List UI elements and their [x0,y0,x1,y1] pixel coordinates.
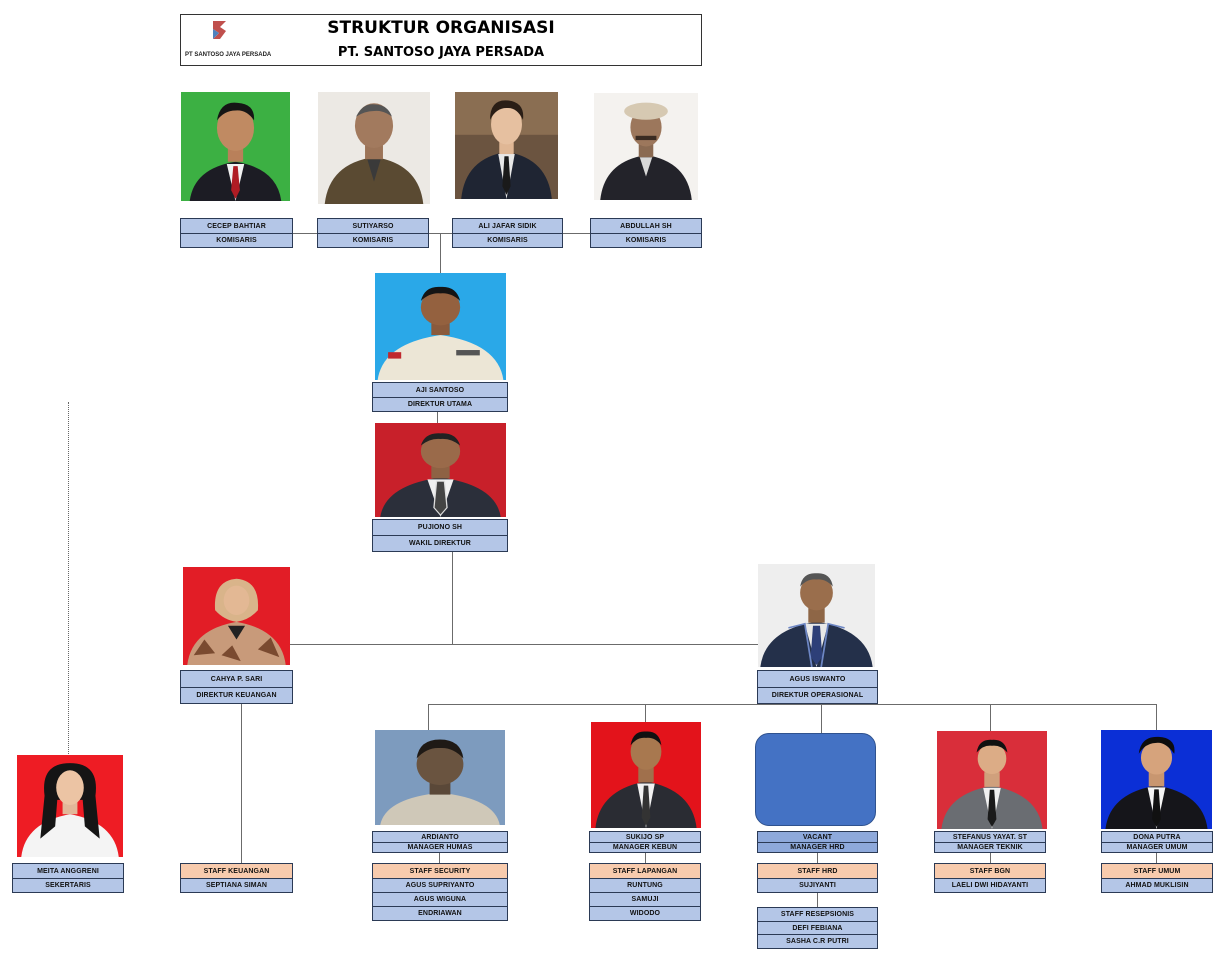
receptionist-staff-1: DEFI FEBIANA [757,921,878,935]
manager-humas-staff-3: ENDRIAWAN [372,906,508,921]
photo-commissioner-3 [455,92,558,199]
person-photo-icon [375,730,505,825]
commissioner-name-1: CECEP BAHTIAR [180,218,293,234]
commissioners-line [180,233,702,234]
manager-kebun-role: MANAGER KEBUN [589,842,701,853]
finance-staff-title: STAFF KEUANGAN [180,863,293,879]
manager-kebun-staff-3: WIDODO [589,906,701,921]
manager-hrd-staff-title: STAFF HRD [757,863,878,879]
header-box: PT SANTOSO JAYA PERSADA STRUKTUR ORGANIS… [180,14,702,66]
page-subtitle: PT. SANTOSO JAYA PERSADA [337,45,545,60]
commissioner-name-3: ALI JAFAR SIDIK [452,218,563,234]
manager-staff-link-umum [1156,852,1157,863]
manager-humas-role: MANAGER HUMAS [372,842,508,853]
commissioner-role-4: KOMISARIS [590,233,702,248]
manager-humas-staff-1: AGUS SUPRIYANTO [372,878,508,893]
person-photo-icon [758,564,875,667]
receptionist-staff-2: SASHA C.R PUTRI [757,934,878,949]
connector-vice-down [452,551,453,645]
manager-umum-staff-1: AHMAD MUKLISIN [1101,878,1213,893]
photo-manager-kebun [591,722,701,828]
photo-manager-teknik [937,731,1047,829]
photo-director [375,273,506,380]
managers-line [428,704,1157,705]
drop-umum [1156,704,1157,730]
secretary-dotted-line [68,402,69,754]
photo-manager-umum [1101,730,1212,829]
manager-hrd-staff-1: SUJIYANTI [757,878,878,893]
vice-director-role: WAKIL DIREKTUR [372,535,508,552]
manager-staff-link-teknik [990,852,991,863]
vice-director-name: PUJIONO SH [372,519,508,536]
director-role: DIREKTUR UTAMA [372,397,508,412]
manager-kebun-staff-title: STAFF LAPANGAN [589,863,701,879]
photo-finance-director [183,567,290,665]
manager-teknik-staff-title: STAFF BGN [934,863,1046,879]
person-photo-icon [594,93,698,200]
person-photo-icon [1101,730,1212,829]
drop-kebun [645,704,646,722]
commissioner-role-2: KOMISARIS [317,233,429,248]
photo-commissioner-1 [181,92,290,201]
manager-kebun-staff-1: RUNTUNG [589,878,701,893]
manager-humas-staff-2: AGUS WIGUNA [372,892,508,907]
photo-commissioner-2 [318,92,430,204]
manager-hrd-role: MANAGER HRD [757,842,878,853]
person-photo-icon [455,92,558,199]
photo-commissioner-4 [594,93,698,200]
commissioner-role-1: KOMISARIS [180,233,293,248]
photo-manager-humas [375,730,505,825]
vacant-photo-placeholder [755,733,876,826]
manager-staff-link-humas [439,852,440,863]
person-photo-icon [318,92,430,204]
director-name: AJI SANTOSO [372,382,508,398]
commissioner-name-4: ABDULLAH SH [590,218,702,234]
person-photo-icon [181,92,290,201]
drop-teknik [990,704,991,731]
directors-line [290,644,758,645]
operations-director-role: DIREKTUR OPERASIONAL [757,687,878,704]
company-logo-icon [213,21,226,39]
photo-operations-director [758,564,875,667]
person-photo-icon [375,273,506,380]
person-photo-icon [375,423,506,517]
photo-vice-director [375,423,506,517]
drop-hrd [821,704,822,733]
logo-text: PT SANTOSO JAYA PERSADA [185,52,272,58]
manager-humas-staff-title: STAFF SECURITY [372,863,508,879]
person-photo-icon [591,722,701,828]
person-photo-icon [937,731,1047,829]
finance-director-role: DIREKTUR KEUANGAN [180,687,293,704]
manager-teknik-staff-1: LAELI DWI HIDAYANTI [934,878,1046,893]
photo-secretary [17,755,123,857]
commissioner-name-2: SUTIYARSO [317,218,429,234]
operations-director-name: AGUS ISWANTO [757,670,878,688]
person-photo-icon [17,755,123,857]
manager-teknik-role: MANAGER TEKNIK [934,842,1046,853]
manager-kebun-staff-2: SAMUJI [589,892,701,907]
connector-director-vice [437,411,438,423]
manager-staff-link-kebun [645,852,646,863]
manager-staff-link-hrd [817,852,818,863]
manager-umum-staff-title: STAFF UMUM [1101,863,1213,879]
finance-staff-member-1: SEPTIANA SIMAN [180,878,293,893]
page-title: STRUKTUR ORGANISASI [327,18,555,38]
connector-commissioners-director [440,233,441,273]
finance-director-name: CAHYA P. SARI [180,670,293,688]
drop-humas [428,704,429,730]
manager-umum-role: MANAGER UMUM [1101,842,1213,853]
connector-finance-staff [241,704,242,863]
person-photo-icon [183,567,290,665]
commissioner-role-3: KOMISARIS [452,233,563,248]
secretary-role: SEKERTARIS [12,878,124,893]
secretary-name: MEITA ANGGRENI [12,863,124,879]
receptionist-staff-title: STAFF RESEPSIONIS [757,907,878,922]
manager-staff-link-hrd-extra [817,893,818,907]
